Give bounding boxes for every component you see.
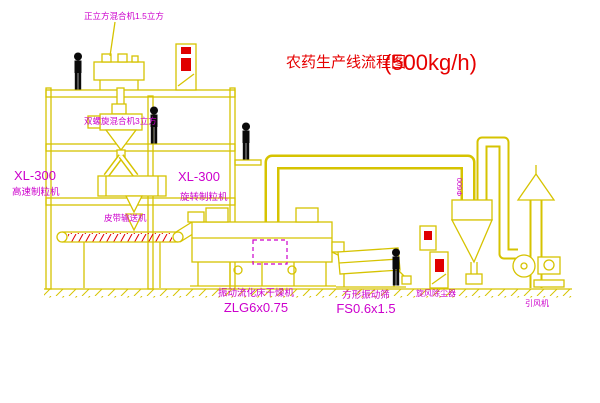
induced-draft-fan bbox=[512, 254, 565, 288]
fan-motor bbox=[537, 256, 561, 275]
label-fan: 引风机 bbox=[525, 298, 549, 308]
title: 农药生产线流程图 (500kg/h) bbox=[286, 50, 477, 75]
screw-mixer bbox=[87, 103, 143, 152]
label-leader-line bbox=[109, 21, 116, 57]
label-screen-model: FS0.6x1.5 bbox=[336, 301, 395, 316]
dryer-inlet bbox=[187, 211, 205, 223]
stack-rain-cap bbox=[516, 172, 556, 201]
exhaust-stack bbox=[516, 165, 556, 288]
granulator-discharge bbox=[124, 195, 144, 214]
vibration-motor bbox=[233, 265, 243, 275]
cube-mixer bbox=[93, 53, 145, 106]
label-granulator-b-name: 旋转制粒机 bbox=[180, 191, 228, 203]
dryer-inspection-zone bbox=[252, 239, 288, 265]
label-granulator-b-model: XL-300 bbox=[178, 169, 220, 184]
label-granulator-a-name: 高速制粒机 bbox=[12, 186, 60, 198]
title-capacity: (500kg/h) bbox=[384, 50, 477, 75]
mixer-downpipe bbox=[116, 87, 125, 106]
vibrating-screen bbox=[331, 241, 412, 288]
rotary-valve bbox=[465, 273, 483, 285]
label-cube-mixer: 正立方混合机1.5立方 bbox=[84, 11, 164, 21]
conveyor-roller bbox=[56, 231, 68, 243]
control-cabinet-1 bbox=[175, 43, 197, 91]
label-dryer-model: ZLG6x0.75 bbox=[224, 300, 288, 315]
label-belt-conveyor: 皮带输送机 bbox=[104, 213, 147, 223]
conveyor-roller bbox=[172, 231, 184, 243]
label-screen-name: 方形振动筛 bbox=[342, 289, 390, 301]
worker-figure bbox=[74, 52, 82, 90]
page-title: 农药生产线流程图 bbox=[286, 54, 406, 71]
belt-conveyor bbox=[56, 221, 197, 288]
ground-line bbox=[44, 288, 572, 298]
label-screw-mixer: 双螺旋混合机3立方 bbox=[84, 116, 157, 126]
mixer-motor bbox=[87, 115, 101, 129]
vibration-motor bbox=[287, 265, 297, 275]
cyclone-separator bbox=[450, 199, 493, 285]
cyclone-outlet-duct bbox=[476, 136, 518, 260]
worker-figure bbox=[392, 248, 400, 286]
screen-outlet bbox=[401, 275, 412, 285]
label-dryer-name: 振动流化床干燥机 bbox=[218, 287, 295, 299]
label-cyclone: 旋风除尘器 bbox=[416, 288, 456, 298]
label-granulator-a-model: XL-300 bbox=[14, 168, 56, 183]
exhaust-duct bbox=[264, 154, 476, 222]
fan-base bbox=[533, 279, 565, 288]
fluid-bed-dryer bbox=[187, 207, 336, 287]
control-cabinet-2 bbox=[419, 225, 437, 251]
landing-platform bbox=[234, 159, 262, 166]
screen-inlet bbox=[331, 241, 345, 253]
granulator bbox=[97, 149, 167, 232]
label-duct-diameter: Φ600 bbox=[455, 178, 464, 197]
control-cabinet-3 bbox=[429, 251, 449, 289]
worker-figure bbox=[242, 122, 250, 160]
discharge-funnel bbox=[124, 213, 144, 232]
